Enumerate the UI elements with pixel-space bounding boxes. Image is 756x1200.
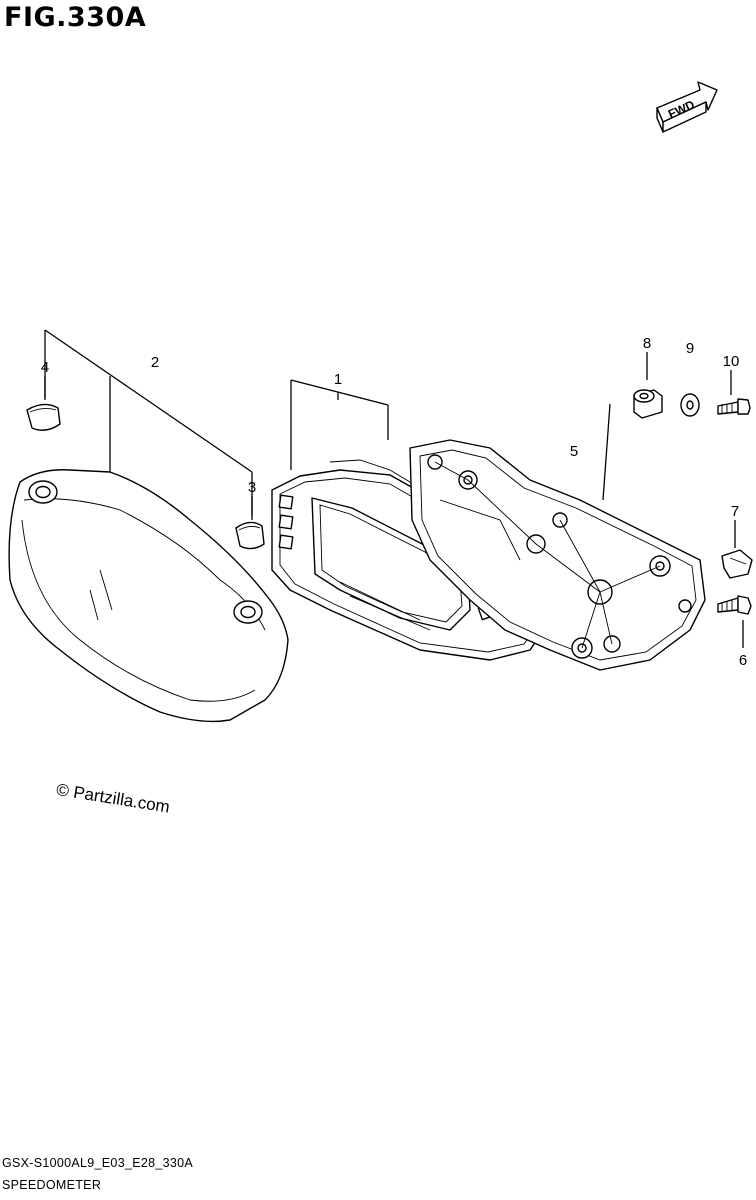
callout-3: 3 — [248, 479, 256, 496]
grommet-part-3 — [235, 521, 265, 550]
meter-cover-part-2 — [8, 469, 289, 723]
callout-4: 4 — [41, 359, 49, 376]
fwd-arrow-icon: FWD — [656, 81, 718, 133]
washer-part-9 — [680, 393, 700, 417]
leader-lines — [44, 329, 744, 648]
callout-5: 5 — [570, 443, 578, 460]
grommet-part-4 — [26, 403, 61, 431]
callout-1: 1 — [334, 371, 342, 388]
figure-caption: SPEEDOMETER — [2, 1178, 102, 1192]
callout-10: 10 — [723, 353, 740, 370]
screw-part-6 — [717, 595, 752, 615]
callout-6: 6 — [739, 652, 747, 669]
model-code: GSX-S1000AL9_E03_E28_330A — [2, 1156, 193, 1170]
bolt-part-10 — [717, 398, 751, 415]
callout-7: 7 — [731, 503, 739, 520]
callout-2: 2 — [151, 354, 159, 371]
nut-part-7 — [721, 549, 753, 579]
callout-8: 8 — [643, 335, 651, 352]
figure-title: FIG.330A — [4, 2, 147, 33]
meter-case-part-5 — [409, 439, 706, 671]
cushion-part-8 — [633, 389, 663, 419]
callout-9: 9 — [686, 340, 694, 357]
